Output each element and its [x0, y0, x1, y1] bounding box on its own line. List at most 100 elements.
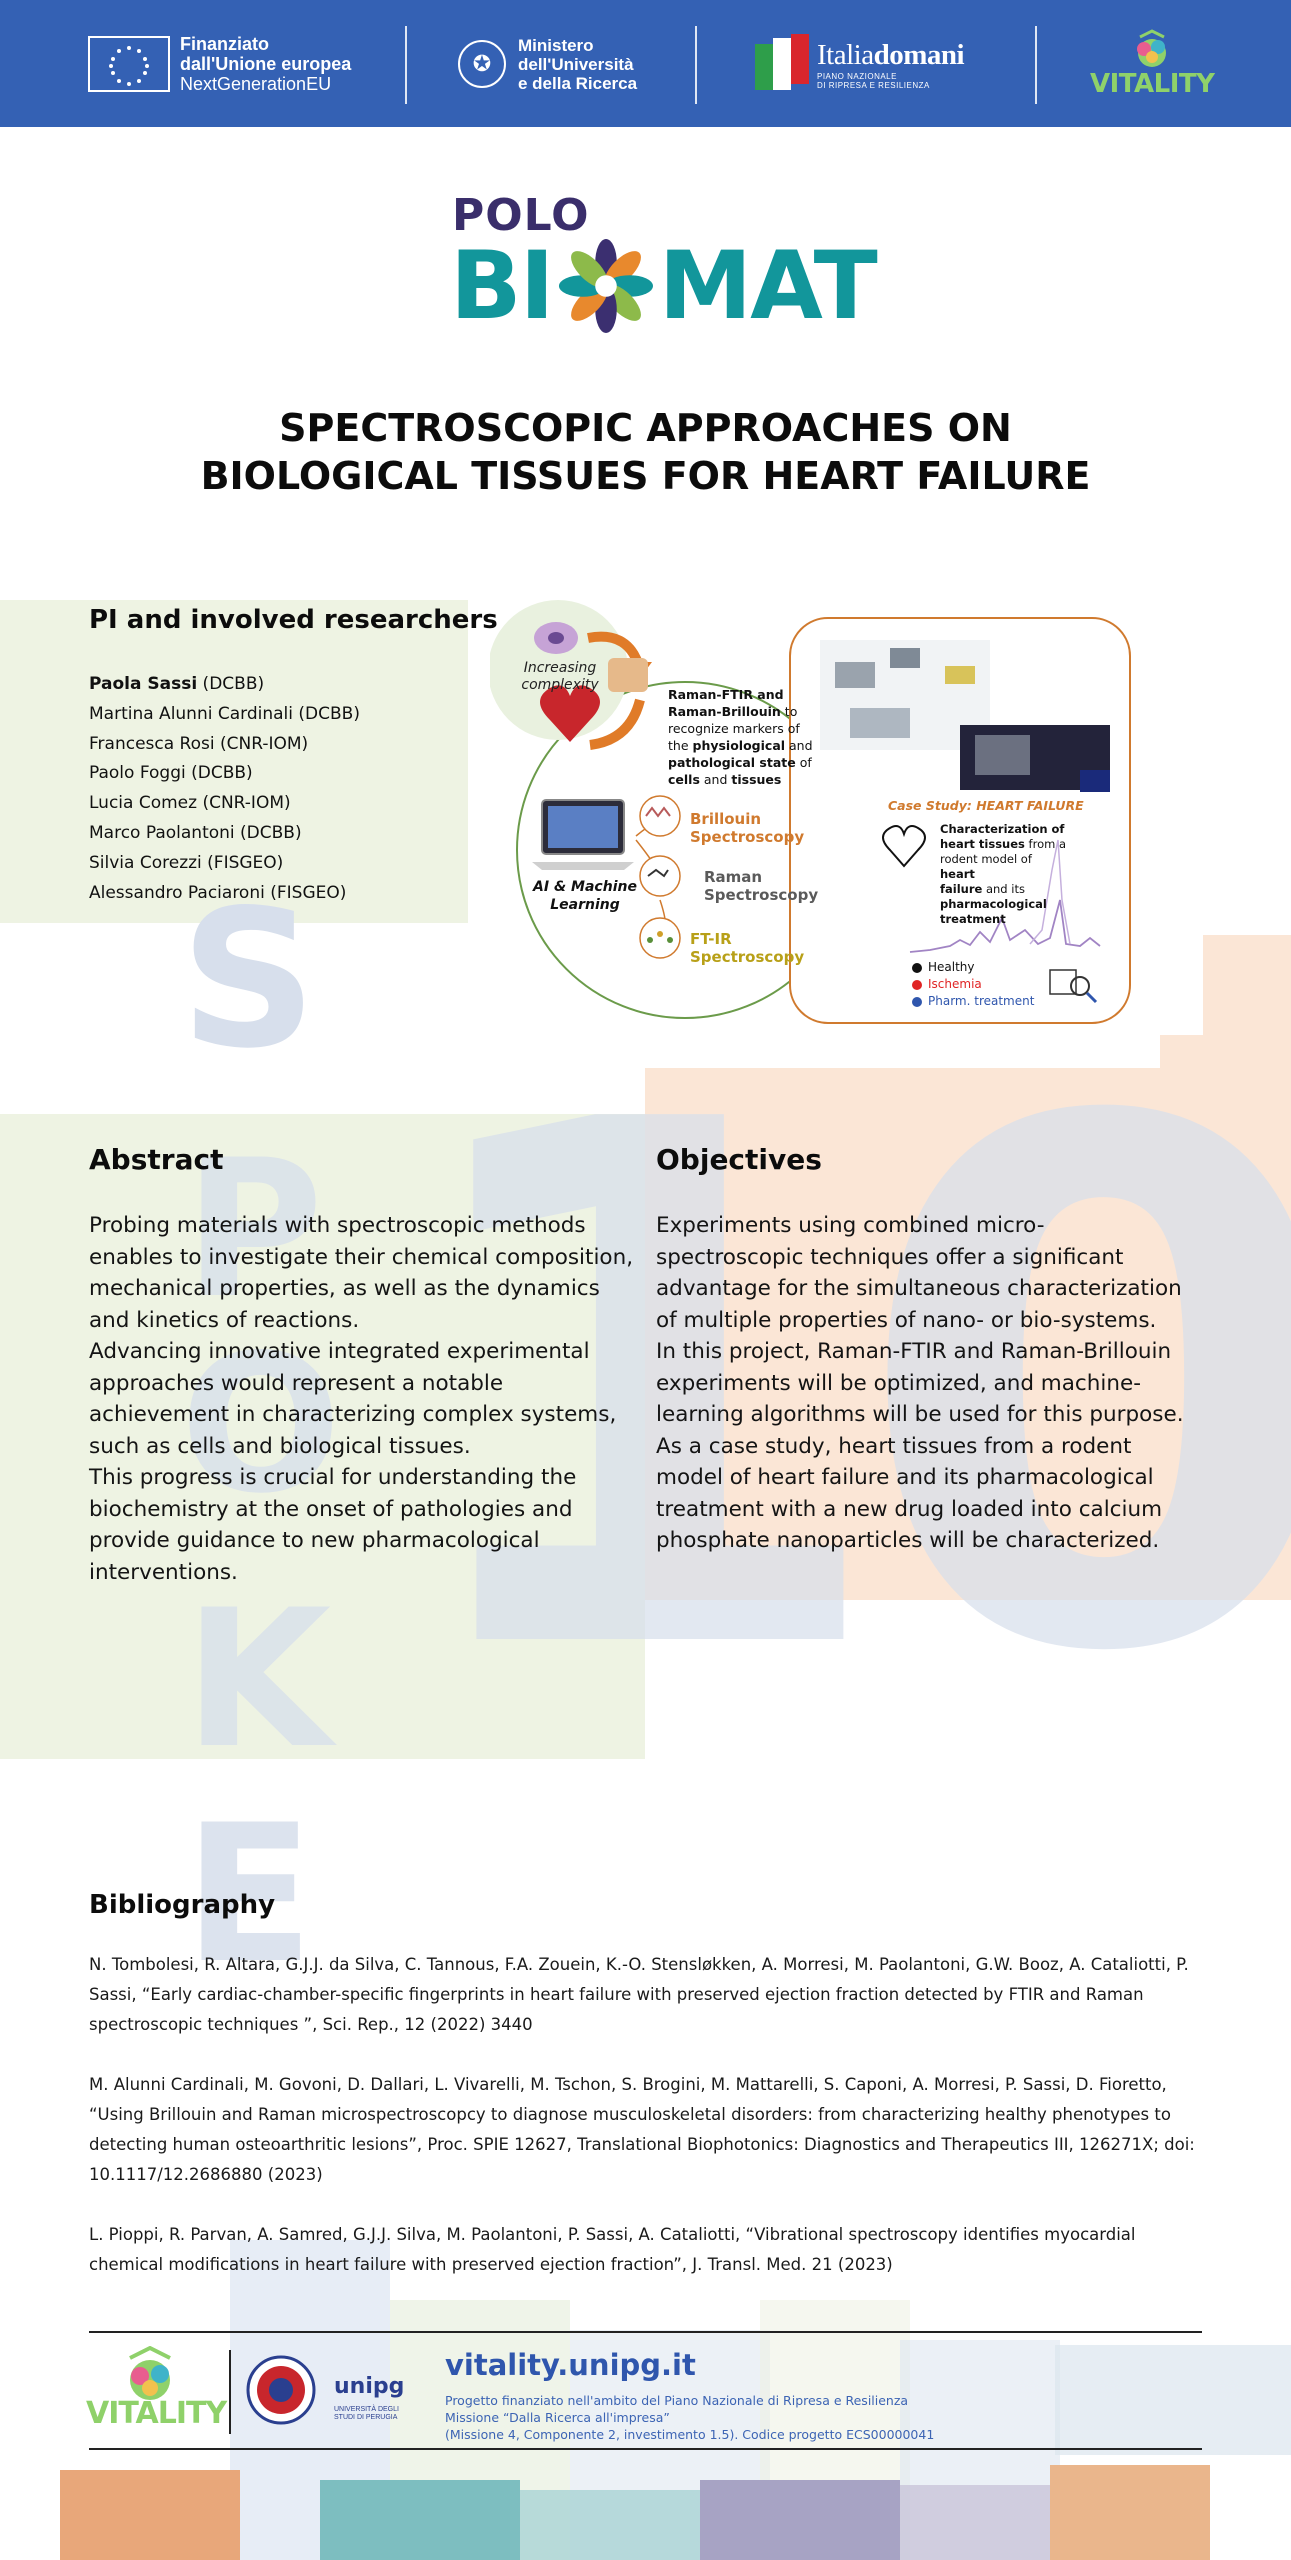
footer-divider [229, 2350, 231, 2434]
complexity-line2: complexity [521, 677, 599, 693]
abstract-paragraph: Probing materials with spectroscopic met… [89, 1213, 634, 1333]
raman-line4a: the [668, 738, 693, 753]
raman-sp-line2: Spectroscopy [704, 886, 819, 904]
researchers-heading: PI and involved researchers [89, 605, 498, 635]
logo-polo-text: POLO [452, 190, 590, 241]
bibliography-entry: M. Alunni Cardinali, M. Govoni, D. Dalla… [89, 2075, 1195, 2184]
italia-sub1: PIANO NAZIONALE [817, 71, 897, 81]
bg-mosaic-10 [700, 2480, 900, 2560]
vitality-header-text: VITALITY [1090, 69, 1215, 99]
footer-unipg-sub: UNIVERSITÀ DEGLI STUDI DI PERUGIA [334, 2406, 399, 2421]
complexity-line1: Increasing [523, 660, 597, 676]
footer-unipg-text: unipg [334, 2374, 405, 2399]
domani-text: domani [873, 38, 965, 71]
researcher-item: Alessandro Paciaroni (FISGEO) [89, 882, 347, 903]
char-line2a: heart tissues [940, 837, 1025, 851]
char-line2b: from a [1024, 837, 1067, 851]
decor-letter-p: P [184, 1119, 324, 1340]
footer-note-line2: Missione “Dalla Ricerca all'impresa” [445, 2410, 670, 2425]
abstract-heading: Abstract [89, 1143, 224, 1176]
footer-top-rule [89, 2331, 1202, 2333]
bg-mosaic-11 [900, 2485, 1050, 2560]
ministry-seal-icon: ✪ [458, 40, 506, 88]
bibliography-entry: N. Tombolesi, R. Altara, G.J.J. da Silva… [89, 1955, 1189, 2034]
legend-healthy: Healthy [928, 960, 975, 974]
char-line4b: and its [982, 882, 1025, 896]
raman-line6b: and [699, 772, 732, 787]
eu-funding-logo: Finanziato dall'Unione europea NextGener… [88, 26, 351, 102]
infographic-graphics [490, 600, 1131, 1024]
char-line6: treatment [940, 912, 1006, 926]
polo-biomat-logo: BI MAT [450, 232, 878, 341]
logo-mat-text: MAT [658, 231, 878, 341]
raman-description: Raman-FTIR and Raman-Brillouin to recogn… [668, 686, 818, 788]
eu-line2: dall'Unione europea [180, 54, 352, 74]
vitality-emblem-icon [1137, 29, 1167, 67]
brillouin-line2: Spectroscopy [690, 828, 805, 846]
objectives-paragraph: Experiments using combined micro-spectro… [656, 1213, 1182, 1333]
researcher-item: Silvia Corezzi (FISGEO) [89, 852, 284, 873]
eu-line3: NextGenerationEU [180, 74, 332, 94]
bg-mosaic-8 [320, 2480, 520, 2560]
researcher-item: Paolo Foggi (DCBB) [89, 763, 253, 784]
poster-title: SPECTROSCOPIC APPROACHES ON BIOLOGICAL T… [0, 404, 1291, 500]
brillouin-label: Brillouin Spectroscopy [690, 810, 804, 846]
ministry-logo: ✪ Ministero dell'Università e della Rice… [458, 26, 637, 102]
italia-text: Italia [817, 38, 874, 71]
ai-line2: Learning [550, 897, 620, 913]
footer-note-line1: Progetto finanziato nell'ambito del Pian… [445, 2393, 909, 2408]
header-divider [1035, 26, 1037, 104]
ftir-line1: FT-IR [690, 930, 732, 948]
researchers-list: Paola Sassi (DCBB) Martina Alunni Cardin… [89, 670, 469, 908]
italia-sub2: DI RIPRESA E RESILIENZA [817, 80, 930, 90]
decor-letter-s: S [180, 869, 317, 1090]
bg-block-objectives-top [1203, 935, 1291, 1075]
ai-line1: AI & Machine [533, 879, 637, 895]
ftir-line2: Spectroscopy [690, 948, 805, 966]
researcher-item: Martina Alunni Cardinali (DCBB) [89, 703, 360, 724]
characterization-text: Characterization of heart tissues from a… [940, 822, 1070, 927]
raman-line5b: of [795, 755, 812, 770]
title-line1: SPECTROSCOPIC APPROACHES ON [279, 406, 1012, 450]
vitality-header-logo: VITALITY [1090, 26, 1215, 102]
footer-bottom-rule [89, 2448, 1202, 2450]
bg-mosaic-7 [60, 2470, 240, 2560]
bg-mosaic-9 [520, 2490, 700, 2560]
char-line3b: heart [940, 867, 975, 881]
biomat-flower-icon [558, 238, 653, 334]
spectroscopy-infographic: Increasing complexity Raman-FTIR and Ram… [490, 600, 1140, 1030]
char-line1: Characterization of [940, 822, 1065, 836]
decor-letter-o: O [180, 1314, 342, 1535]
objectives-paragraph: In this project, Raman-FTIR and Raman-Br… [656, 1339, 1184, 1427]
raman-line4b: physiological [692, 738, 786, 753]
char-line3a: rodent model of [940, 852, 1032, 866]
researcher-item: Francesca Rosi (CNR-IOM) [89, 733, 309, 754]
pi-affiliation: (DCBB) [197, 674, 265, 694]
header-divider [405, 26, 407, 104]
ministry-line1: Ministero [518, 35, 594, 55]
decor-letter-k: K [184, 1569, 332, 1790]
logo-bi-text: BI [450, 231, 555, 341]
complexity-label: Increasing complexity [510, 660, 610, 694]
eu-flag-icon [88, 36, 170, 92]
header-divider [695, 26, 697, 104]
ai-label: AI & Machine Learning [530, 878, 640, 914]
bibliography-heading: Bibliography [89, 1890, 276, 1920]
raman-line6c: tissues [731, 772, 782, 787]
bg-mosaic-6 [1055, 2345, 1291, 2455]
raman-line2: Raman-Brillouin [668, 704, 781, 719]
raman-line5a: pathological state [668, 755, 796, 770]
raman-line4c: and [785, 738, 813, 753]
bg-mosaic-12 [1050, 2465, 1210, 2560]
title-line2: BIOLOGICAL TISSUES FOR HEART FAILURE [200, 454, 1091, 498]
researcher-item: Lucia Comez (CNR-IOM) [89, 793, 291, 814]
ftir-label: FT-IR Spectroscopy [690, 930, 804, 966]
footer-url-link[interactable]: vitality.unipg.it [445, 2348, 696, 2382]
raman-sp-line1: Raman [704, 868, 763, 886]
ministry-line2: dell'Università [518, 54, 634, 74]
vitality-footer-emblem-icon [129, 2346, 171, 2400]
bg-white-notch [1160, 1035, 1203, 1068]
bg-block-researchers [0, 600, 468, 923]
italiadomani-logo: Italiadomani PIANO NAZIONALE DI RIPRESA … [745, 26, 965, 102]
legend-pharm-treatment: Pharm. treatment [928, 994, 1035, 1008]
